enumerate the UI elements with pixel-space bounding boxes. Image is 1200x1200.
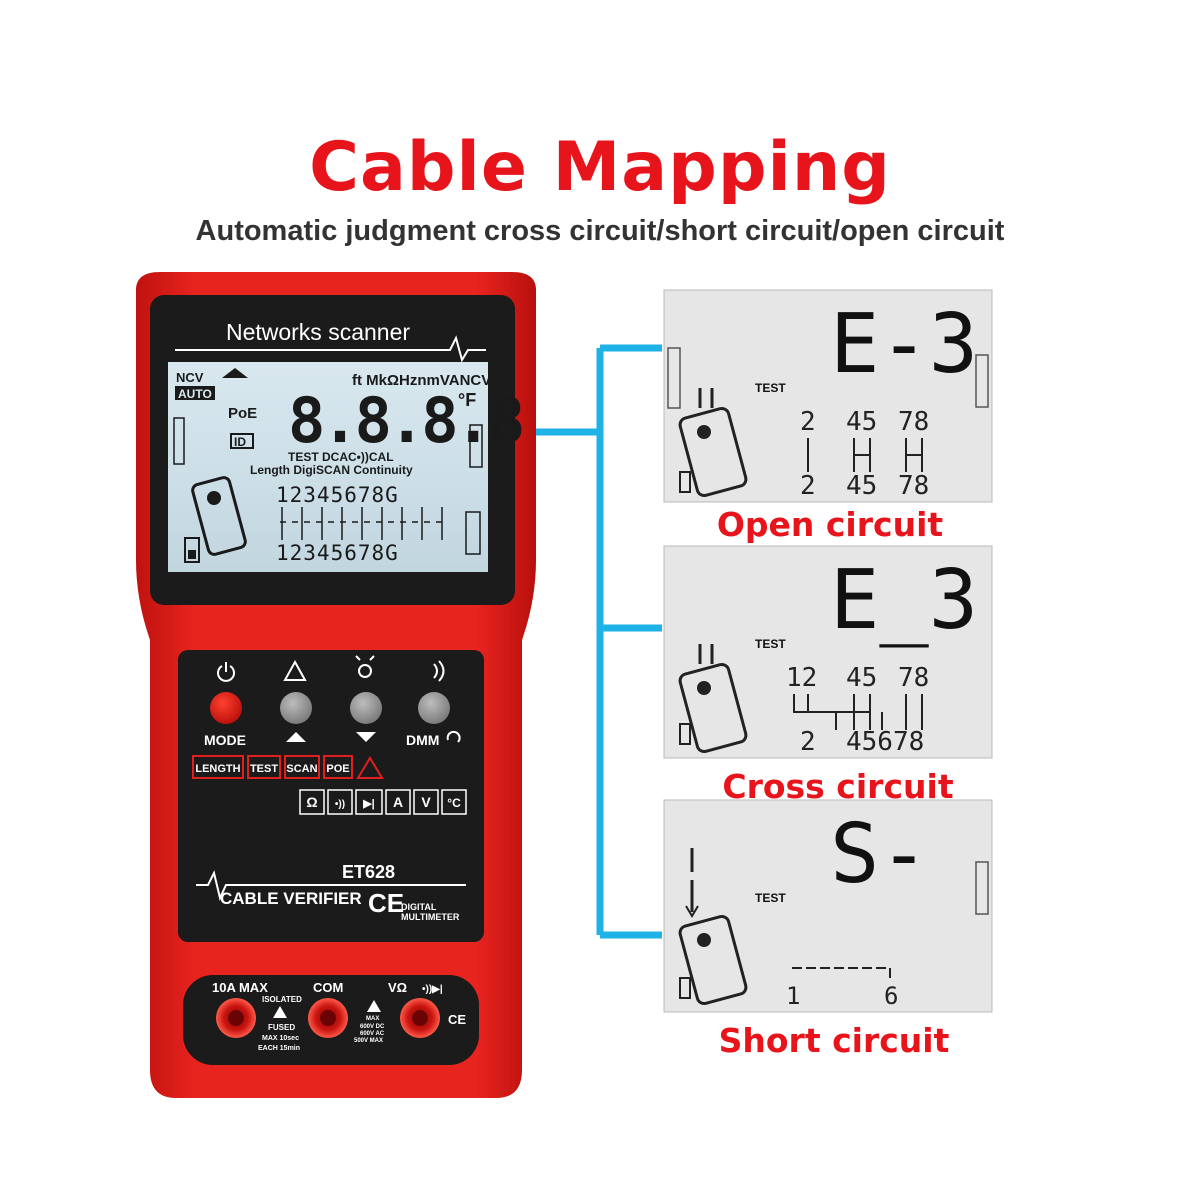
lcd-fahrenheit: °F xyxy=(458,390,476,410)
panel1-code: E-3 xyxy=(830,297,978,392)
dmm-button[interactable] xyxy=(418,692,450,724)
panel1-bottom-pin-a: 2 xyxy=(800,471,816,501)
lcd-tester-icon xyxy=(191,476,247,556)
function-test: TEST xyxy=(250,763,278,775)
laser-icon xyxy=(283,659,307,681)
panel1-tester-icon xyxy=(678,388,748,498)
connector-lines xyxy=(534,344,662,939)
terminal-continuity: •))▶| xyxy=(422,984,443,995)
panel2-top-pin-c: 78 xyxy=(898,663,929,693)
power-icon xyxy=(217,662,235,682)
dmm-label: DMM xyxy=(406,732,439,748)
lcd-poe: PoE xyxy=(228,405,257,422)
rating-600vac: 600V AC xyxy=(360,1031,385,1037)
function-labels: LENGTH TEST SCAN POE xyxy=(192,755,384,779)
panel3-code: S- xyxy=(830,807,929,902)
panel3-bottom-pin-b: 6 xyxy=(884,982,898,1010)
up-arrow-icon xyxy=(286,732,306,742)
function-length: LENGTH xyxy=(195,763,240,775)
max-rating-label: MAX xyxy=(366,1016,379,1022)
symbol-ohm: Ω xyxy=(306,794,317,810)
fused-label: FUSED xyxy=(268,1023,295,1032)
symbol-celsius: °C xyxy=(447,796,461,810)
panel1-bottom-pin-c: 78 xyxy=(898,471,929,501)
panel1-top-pin-a: 2 xyxy=(800,407,816,437)
up-button[interactable] xyxy=(280,692,312,724)
panel2-test: TEST xyxy=(755,637,786,651)
product-line: CABLE VERIFIER xyxy=(220,889,362,908)
lcd-pin-row-top: 12345678G xyxy=(276,483,399,507)
function-scan: SCAN xyxy=(286,763,317,775)
symbol-boxes: Ω •)) ▶| A V °C xyxy=(299,789,467,815)
panel1-test: TEST xyxy=(755,381,786,395)
symbol-volt: V xyxy=(421,794,431,810)
mode-button[interactable] xyxy=(210,692,242,724)
lcd-line2: Length DigiSCAN Continuity xyxy=(250,463,413,477)
panel3-label: Short circuit xyxy=(719,1021,950,1060)
terminal-10a: 10A MAX xyxy=(212,980,268,995)
panel1-bottom-pin-b: 45 xyxy=(846,471,877,501)
cycle-icon xyxy=(446,730,461,743)
lcd-screen xyxy=(168,362,488,572)
lcd-pin-row-bottom: 12345678G xyxy=(276,541,399,565)
symbol-diode: ▶| xyxy=(362,798,375,810)
multimeter-device: Networks scanner NCV AUTO PoE ID 8.8.8.8… xyxy=(136,272,536,1098)
panel2-top-pin-a: 12 xyxy=(786,663,817,693)
panel3-bottom-pin-a: 1 xyxy=(786,982,800,1010)
panel2-code: E_3 xyxy=(830,553,978,648)
down-arrow-icon xyxy=(356,732,376,742)
lcd-auto: AUTO xyxy=(178,387,212,401)
panel1-label: Open circuit xyxy=(717,505,944,544)
laser-warning-icon xyxy=(356,756,384,779)
isolated-label: ISOLATED xyxy=(262,995,302,1004)
page-title: Cable Mapping xyxy=(309,128,891,207)
lcd-units: ft MkΩHznmVANCV xyxy=(352,372,491,389)
lcd-line1: TEST DCAC•))CAL xyxy=(288,450,394,464)
panel3-tester-icon xyxy=(678,848,748,1006)
ce-mark: CE xyxy=(368,888,404,918)
lcd-id: ID xyxy=(234,435,246,449)
function-poe: POE xyxy=(326,763,349,775)
panel-open-circuit: E-3 TEST 2 45 78 2 45 78 xyxy=(663,289,993,503)
down-button[interactable] xyxy=(350,692,382,724)
panel1-top-pin-c: 78 xyxy=(898,407,929,437)
sound-icon xyxy=(433,660,445,682)
panel-cross-circuit: E_3 TEST 12 45 78 2 45678 xyxy=(663,545,993,759)
lcd-battery-icon xyxy=(184,537,200,563)
symbol-continuity: •)) xyxy=(335,799,345,810)
terminal-vohm: VΩ xyxy=(388,980,407,995)
panel3-test: TEST xyxy=(755,891,786,905)
lcd-digits: 8.8.8.8 xyxy=(288,384,522,457)
rating-600vdc: 600V DC xyxy=(360,1024,385,1030)
button-panel xyxy=(178,650,484,942)
digital-label: DIGITAL xyxy=(401,902,437,912)
panel1-top-pin-b: 45 xyxy=(846,407,877,437)
terminal-com: COM xyxy=(313,980,343,995)
page-subtitle: Automatic judgment cross circuit/short c… xyxy=(195,215,1005,247)
model-number: ET628 xyxy=(342,862,395,882)
panel2-tester-icon xyxy=(678,644,748,754)
screen-title: Networks scanner xyxy=(226,319,410,345)
max10-label: MAX 10sec xyxy=(262,1035,299,1042)
rating-500vmax: 500V MAX xyxy=(354,1038,383,1044)
each15-label: EACH 15min xyxy=(258,1045,300,1052)
lcd-ncv: NCV xyxy=(176,370,204,385)
symbol-amp: A xyxy=(393,794,403,810)
multimeter-label: MULTIMETER xyxy=(401,912,460,922)
panel-short-circuit: S- TEST 1 6 xyxy=(663,799,993,1013)
panel2-bottom-pin-b: 45678 xyxy=(846,727,924,757)
lcd-wire-lines xyxy=(280,507,448,540)
panel2-top-pin-b: 45 xyxy=(846,663,877,693)
panel2-bottom-pin-a: 2 xyxy=(800,727,816,757)
flashlight-icon xyxy=(355,655,375,678)
mode-label: MODE xyxy=(204,732,246,748)
terminal-ce: CE xyxy=(448,1012,466,1027)
